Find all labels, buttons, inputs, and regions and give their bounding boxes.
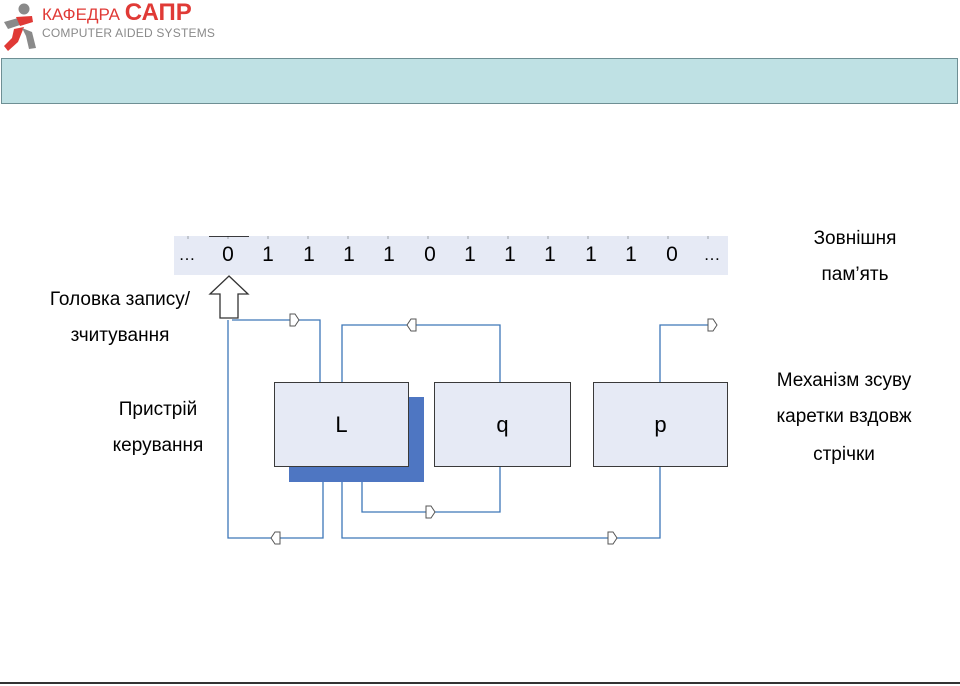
tape-cell: 1 [303,243,315,266]
mechanism-label-line3: стрічки [813,444,875,465]
arrow-right-icon [707,318,718,332]
tape-left-dots: … [178,245,196,264]
logo-kafedra: КАФЕДРА [42,5,120,24]
tape-cell: 0 [222,243,234,266]
block-p: p [593,382,728,467]
connector-l-q-top [341,324,501,382]
arrow-left-icon [270,531,281,545]
tape [174,236,728,275]
tape-cell: 1 [343,243,355,266]
control-label-line2: керування [112,435,204,456]
external-memory-label-line1: Зовнішня [813,228,897,249]
mechanism-label-line1: Механізм зсуву [776,370,912,391]
logo: КАФЕДРА САПР COMPUTER AIDED SYSTEMS [42,0,216,41]
block-l: L [274,382,409,467]
tape-cell: 1 [383,243,395,266]
logo-title: КАФЕДРА САПР [42,0,215,26]
head-label-line2: зчитування [70,325,170,346]
logo-icon [2,2,36,52]
tape-ticks [187,236,709,239]
head-arrow-icon [208,236,250,319]
tape-right-dots: … [703,245,721,264]
arrow-left-icon [406,318,417,332]
tape-cell: 0 [424,243,436,266]
arrow-right-icon [607,531,618,545]
tape-cell: 1 [585,243,597,266]
block-q: q [434,382,571,467]
title-band [1,58,958,104]
head-label-line1: Головка запису/ [49,289,191,310]
arrow-right-icon [425,505,436,519]
logo-subtitle: COMPUTER AIDED SYSTEMS [42,26,216,40]
tape-cell: 1 [262,243,274,266]
connector-head-l [232,319,321,382]
external-memory-label-line2: пам’ять [821,264,889,285]
connector-l-p [341,467,661,539]
logo-sapr: САПР [124,0,192,26]
arrow-right-icon [289,313,300,327]
footer-divider [0,682,960,684]
tape-cell: 1 [625,243,637,266]
tape-cell: 1 [544,243,556,266]
tape-cell: 1 [464,243,476,266]
control-label-line1: Пристрій [118,399,198,420]
tape-cell: 0 [666,243,678,266]
connector-p-up [659,324,716,382]
tape-cell: 1 [504,243,516,266]
mechanism-label-line2: каретки вздовж [776,406,912,427]
